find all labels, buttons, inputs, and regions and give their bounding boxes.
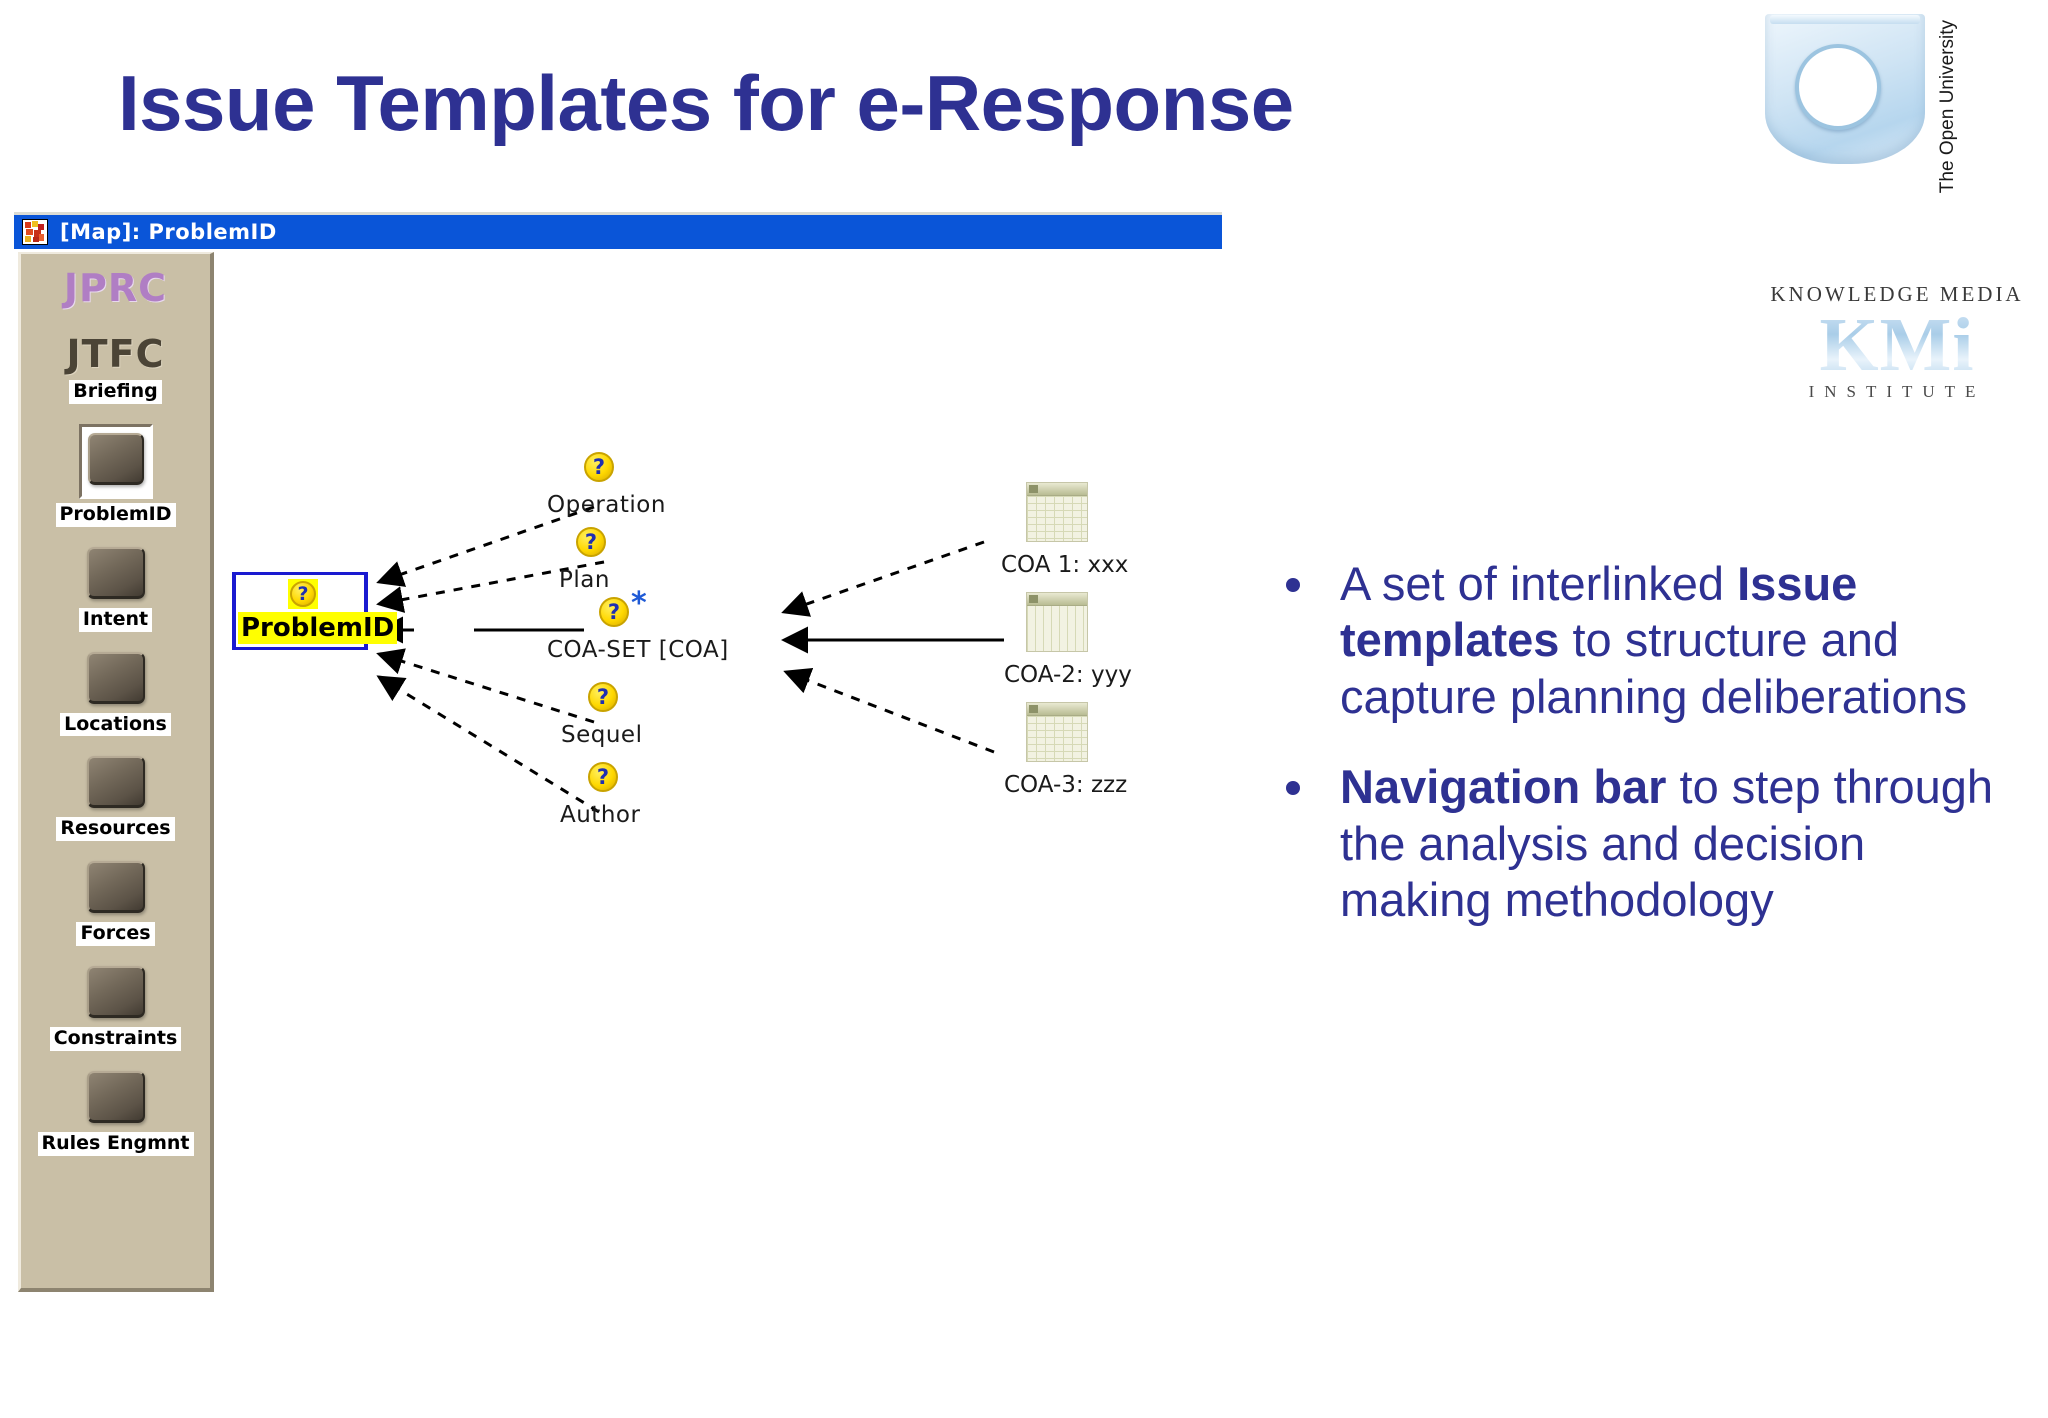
- nav-button-icon-forces: [86, 861, 145, 914]
- spreadsheet-icon[interactable]: [1026, 482, 1088, 542]
- map-doc-label-coa-1[interactable]: COA 1: xxx: [1001, 552, 1129, 578]
- window-titlebar[interactable]: [Map]: ProblemID: [14, 212, 1222, 249]
- nav-item-label-resources: Resources: [56, 817, 175, 842]
- map-node-label-author[interactable]: Author: [560, 802, 641, 828]
- bullet-dot-icon: [1286, 781, 1300, 796]
- spreadsheet-icon[interactable]: [1026, 592, 1088, 652]
- nav-item-resources[interactable]: Resources: [21, 756, 210, 842]
- nav-briefing-row[interactable]: Briefing: [21, 380, 210, 404]
- kmi-bottom-label: INSTITUTE: [1808, 382, 1986, 402]
- nav-label-row-intent: Intent: [21, 607, 210, 632]
- question-issue-icon: ?: [584, 452, 614, 482]
- bullet-list: A set of interlinked Issue templates to …: [1268, 556, 2008, 962]
- shield-ring-icon: [1795, 44, 1881, 130]
- nav-item-label-locations: Locations: [60, 712, 171, 737]
- map-node-label-operation[interactable]: Operation: [547, 492, 666, 518]
- asterisk-icon: *: [631, 586, 647, 621]
- map-canvas[interactable]: ? ProblemID ? Operation ? Plan ? * COA-S…: [214, 252, 1222, 1292]
- nav-label-row-forces: Forces: [21, 922, 210, 947]
- open-university-logo: The Open University: [1765, 14, 1958, 193]
- map-connections: [376, 505, 1004, 814]
- nav-button-icon-constraints: [86, 966, 145, 1019]
- nav-item-locations[interactable]: Locations: [21, 651, 210, 737]
- app-mosaic-icon: [22, 219, 48, 245]
- map-node-problemid[interactable]: ? ProblemID: [232, 572, 398, 650]
- bullet-text-1: A set of interlinked Issue templates to …: [1340, 557, 1968, 723]
- page-title: Issue Templates for e-Response: [118, 59, 1294, 147]
- question-issue-icon: ?: [588, 682, 618, 712]
- nav-item-label-intent: Intent: [78, 607, 153, 632]
- map-doc-label-coa-2[interactable]: COA-2: yyy: [1004, 662, 1132, 688]
- open-university-label: The Open University: [1937, 20, 1958, 194]
- window-title: [Map]: ProblemID: [60, 220, 277, 244]
- kmi-wordmark: KMi: [1768, 307, 2026, 383]
- nav-item-constraints[interactable]: Constraints: [21, 966, 210, 1051]
- map-doc-label-coa-3[interactable]: COA-3: zzz: [1004, 772, 1128, 798]
- question-issue-icon: ?: [288, 579, 318, 609]
- nav-heading-jprc: JPRC: [63, 266, 168, 310]
- nav-label-row-resources: Resources: [21, 817, 210, 842]
- nav-item-problemid[interactable]: ProblemID: [21, 423, 210, 527]
- kmi-top-label: KNOWLEDGE MEDIA: [1770, 282, 2024, 306]
- navigation-bar: JPRC JTFC Briefing ProblemID Intent Loca…: [18, 252, 214, 1292]
- map-node-label-sequel[interactable]: Sequel: [561, 722, 643, 748]
- nav-item-label-rules-engmnt: Rules Engmnt: [37, 1131, 194, 1156]
- nav-label-row-rules-engmnt: Rules Engmnt: [21, 1131, 210, 1156]
- nav-button-icon-intent: [86, 546, 145, 599]
- shield-icon: [1765, 14, 1925, 164]
- nav-button-icon-problemid: [87, 432, 144, 485]
- nav-item-label-forces: Forces: [76, 922, 155, 947]
- nav-item-rules-engmnt[interactable]: Rules Engmnt: [21, 1070, 210, 1156]
- nav-item-label-problemid: ProblemID: [55, 502, 176, 527]
- nav-button-icon-rules-engmnt: [86, 1070, 145, 1123]
- bullet-dot-icon: [1286, 578, 1300, 592]
- bullet-text-2: Navigation bar to step through the analy…: [1340, 760, 1994, 926]
- nav-label-row-locations: Locations: [21, 712, 210, 737]
- question-issue-icon: ?: [576, 527, 606, 557]
- question-issue-icon: ?: [599, 597, 629, 627]
- nav-button-wrap-problemid: [78, 423, 153, 499]
- map-node-label-problemid: ProblemID: [238, 612, 398, 644]
- nav-label-row-problemid: ProblemID: [21, 502, 210, 527]
- nav-item-forces[interactable]: Forces: [21, 861, 210, 947]
- kmi-logo: KNOWLEDGE MEDIA KMi INSTITUTE: [1768, 282, 2026, 401]
- nav-item-label-briefing: Briefing: [69, 380, 162, 404]
- application-window: [Map]: ProblemID: [14, 212, 1222, 292]
- spreadsheet-icon[interactable]: [1026, 702, 1088, 762]
- map-node-label-plan[interactable]: Plan: [559, 567, 610, 593]
- nav-item-label-constraints: Constraints: [49, 1027, 182, 1051]
- nav-button-icon-locations: [86, 651, 145, 704]
- nav-heading-jtfc: JTFC: [66, 332, 165, 376]
- bullet-item-2: Navigation bar to step through the analy…: [1268, 759, 2008, 928]
- nav-button-icon-resources: [86, 756, 145, 809]
- question-issue-icon: ?: [588, 762, 618, 792]
- map-node-label-coa-set[interactable]: COA-SET [COA]: [547, 637, 729, 663]
- bullet-item-1: A set of interlinked Issue templates to …: [1268, 556, 2008, 725]
- nav-label-row-constraints: Constraints: [21, 1027, 210, 1051]
- nav-item-intent[interactable]: Intent: [21, 546, 210, 632]
